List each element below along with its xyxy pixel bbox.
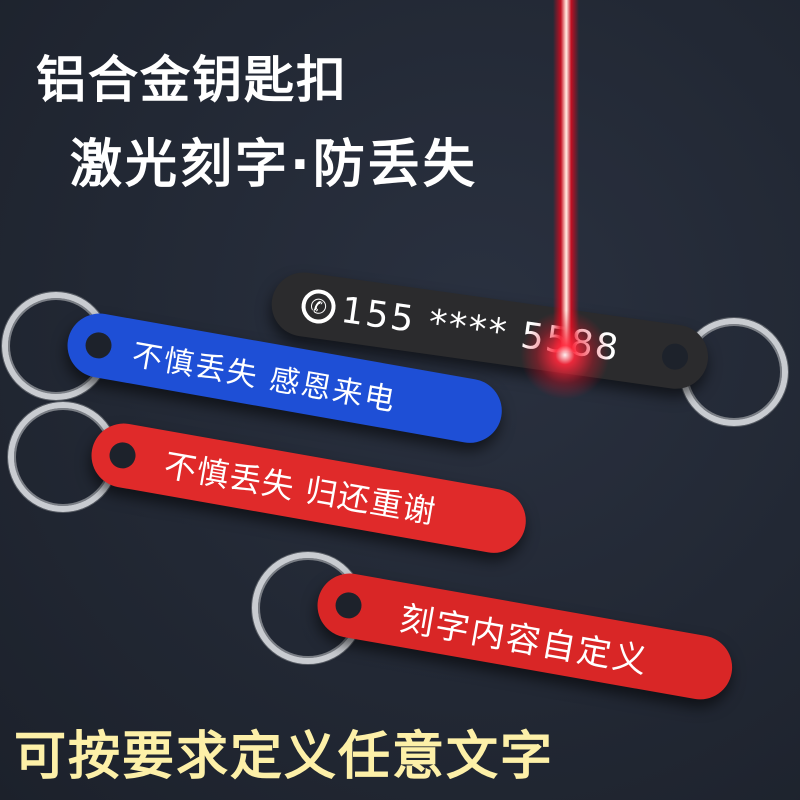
headline-line2: 激光刻字·防丢失: [70, 135, 478, 195]
tag-text-red-2: 刻字内容自定义: [396, 598, 652, 682]
keychain-tag-red-2: 刻字内容自定义: [312, 568, 738, 705]
tag-hole: [107, 440, 138, 471]
tag-hole: [333, 590, 364, 621]
phone-icon: ✆: [299, 287, 338, 326]
laser-glow: [520, 310, 610, 400]
tag-hole: [660, 341, 690, 372]
tag-hole: [83, 330, 114, 361]
laser-beam: [553, 0, 579, 352]
footer-slogan: 可按要求定义任意文字: [14, 727, 555, 787]
headline-line1: 铝合金钥匙扣: [36, 51, 348, 109]
tag-text-red-1: 不慎丢失 归还重谢: [161, 446, 439, 532]
